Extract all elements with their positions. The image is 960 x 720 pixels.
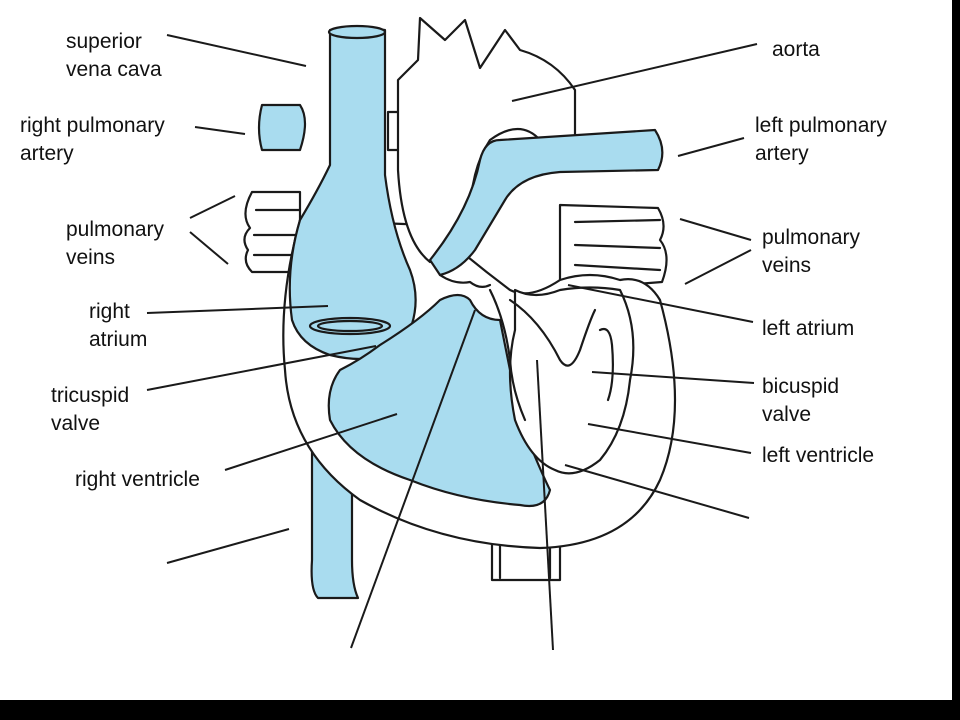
- leader-right-ventricle: [224, 413, 398, 471]
- leader-pulmonary-veins-left-1: [189, 195, 236, 219]
- leader-tricuspid-valve: [146, 345, 377, 391]
- vein-divider-5: [573, 243, 662, 250]
- label-pulmonary-veins-right: pulmonary veins: [762, 226, 861, 277]
- leader-pulmonary-veins-right-1: [679, 218, 752, 241]
- label-left-ventricle: left ventricle: [762, 444, 875, 467]
- interventricular-septum: [488, 288, 527, 422]
- label-tricuspid-valve: tricuspid valve: [51, 384, 130, 435]
- label-aorta: aorta: [772, 38, 820, 61]
- vein-divider-4: [573, 218, 662, 224]
- leader-left-ventricle: [587, 423, 752, 454]
- diagram-panel: superior vena cava aorta right pulmonary…: [0, 0, 952, 700]
- leader-unlabeled-2: [166, 528, 290, 564]
- leader-left-pulmonary-artery: [677, 137, 745, 157]
- label-right-pulmonary-artery: right pulmonary artery: [20, 114, 165, 165]
- leader-aorta: [511, 43, 758, 102]
- leader-right-pulmonary-artery: [194, 126, 246, 135]
- pulmonary-valve: [438, 273, 492, 289]
- svc-opening: [327, 24, 387, 40]
- heart-diagram: [146, 16, 758, 651]
- label-left-atrium: left atrium: [762, 317, 855, 340]
- leader-left-atrium: [567, 284, 754, 323]
- label-superior-vena-cava: superior vena cava: [66, 30, 162, 81]
- aorta: [396, 16, 577, 264]
- label-bicuspid-valve: bicuspid valve: [762, 375, 840, 426]
- right-pulmonary-artery: [257, 103, 307, 152]
- leader-superior-vena-cava: [166, 34, 307, 67]
- left-valve-cusp: [508, 298, 597, 367]
- left-pulmonary-artery: [428, 128, 664, 277]
- label-pulmonary-veins-left: pulmonary veins: [66, 218, 165, 269]
- superior-vena-cava: [288, 27, 417, 361]
- tricuspid-valve-ring-inner: [316, 319, 384, 333]
- right-pulmonary-veins: [243, 190, 302, 274]
- leader-unlabeled-3: [350, 309, 476, 649]
- leader-bicuspid-valve: [591, 371, 755, 384]
- label-right-atrium: right atrium: [89, 300, 148, 351]
- leader-right-atrium: [146, 305, 329, 314]
- leader-unlabeled-4: [536, 359, 554, 651]
- leader-lines: [146, 34, 758, 651]
- label-right-ventricle: right ventricle: [75, 468, 200, 491]
- leader-pulmonary-veins-left-2: [189, 231, 229, 265]
- left-valve-cusp-2: [598, 327, 614, 402]
- tricuspid-valve-ring: [308, 316, 392, 336]
- label-left-pulmonary-artery: left pulmonary artery: [755, 114, 887, 165]
- vein-divider-6: [573, 263, 662, 272]
- leader-unlabeled-1: [564, 464, 750, 519]
- leader-pulmonary-veins-right-2: [684, 249, 752, 285]
